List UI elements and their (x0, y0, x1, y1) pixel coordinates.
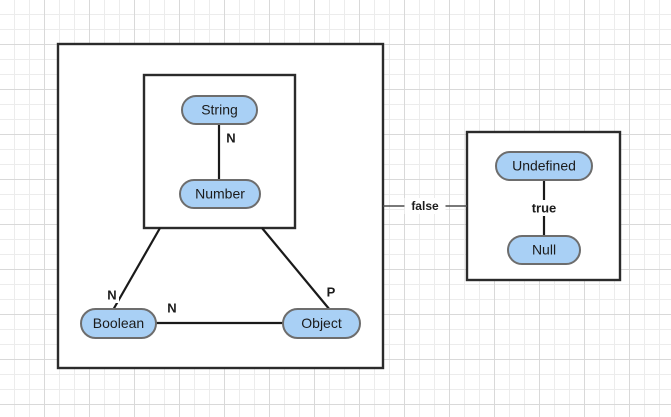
edge-innerbox-object[interactable]: P (261, 227, 338, 311)
connector-label-background (404, 198, 446, 214)
node-shape (80, 308, 157, 339)
node-string[interactable]: String (181, 95, 258, 125)
node-boolean[interactable]: Boolean (80, 308, 157, 339)
node-label: Object (301, 315, 342, 331)
edge-line (112, 227, 161, 311)
node-undefined[interactable]: Undefined (495, 151, 593, 181)
node-null[interactable]: Null (507, 235, 581, 265)
node-label: Number (195, 186, 245, 202)
edge-label-background (525, 200, 563, 216)
node-number[interactable]: Number (179, 179, 261, 209)
connector-label: false (411, 199, 439, 213)
edge-label-background (105, 287, 119, 303)
node-label: String (201, 102, 238, 118)
edge-label: N (167, 300, 176, 315)
edge-label: N (226, 130, 235, 145)
node-label: Undefined (512, 158, 576, 174)
node-object[interactable]: Object (282, 308, 361, 339)
edge-label-background (224, 130, 238, 146)
group-connector-outer-right-connector[interactable]: false (383, 198, 467, 214)
edge-label-background (324, 284, 338, 300)
node-shape (181, 95, 258, 125)
node-shape (495, 151, 593, 181)
edge-innerbox-boolean[interactable]: N (105, 227, 161, 311)
node-shape (179, 179, 261, 209)
edge-boolean-object[interactable]: N (156, 300, 283, 325)
node-shape (507, 235, 581, 265)
edge-label-background (165, 300, 179, 316)
edge-label: N (107, 287, 116, 302)
edge-string-number[interactable]: N (217, 124, 238, 180)
node-shape (282, 308, 361, 339)
edge-label: P (327, 284, 336, 299)
edge-label: true (532, 200, 557, 215)
node-label: Null (532, 242, 556, 258)
edge-line (261, 227, 331, 311)
node-label: Boolean (93, 315, 144, 331)
edge-undefined-null[interactable]: true (525, 180, 563, 236)
connectors-layer: false (383, 198, 467, 214)
